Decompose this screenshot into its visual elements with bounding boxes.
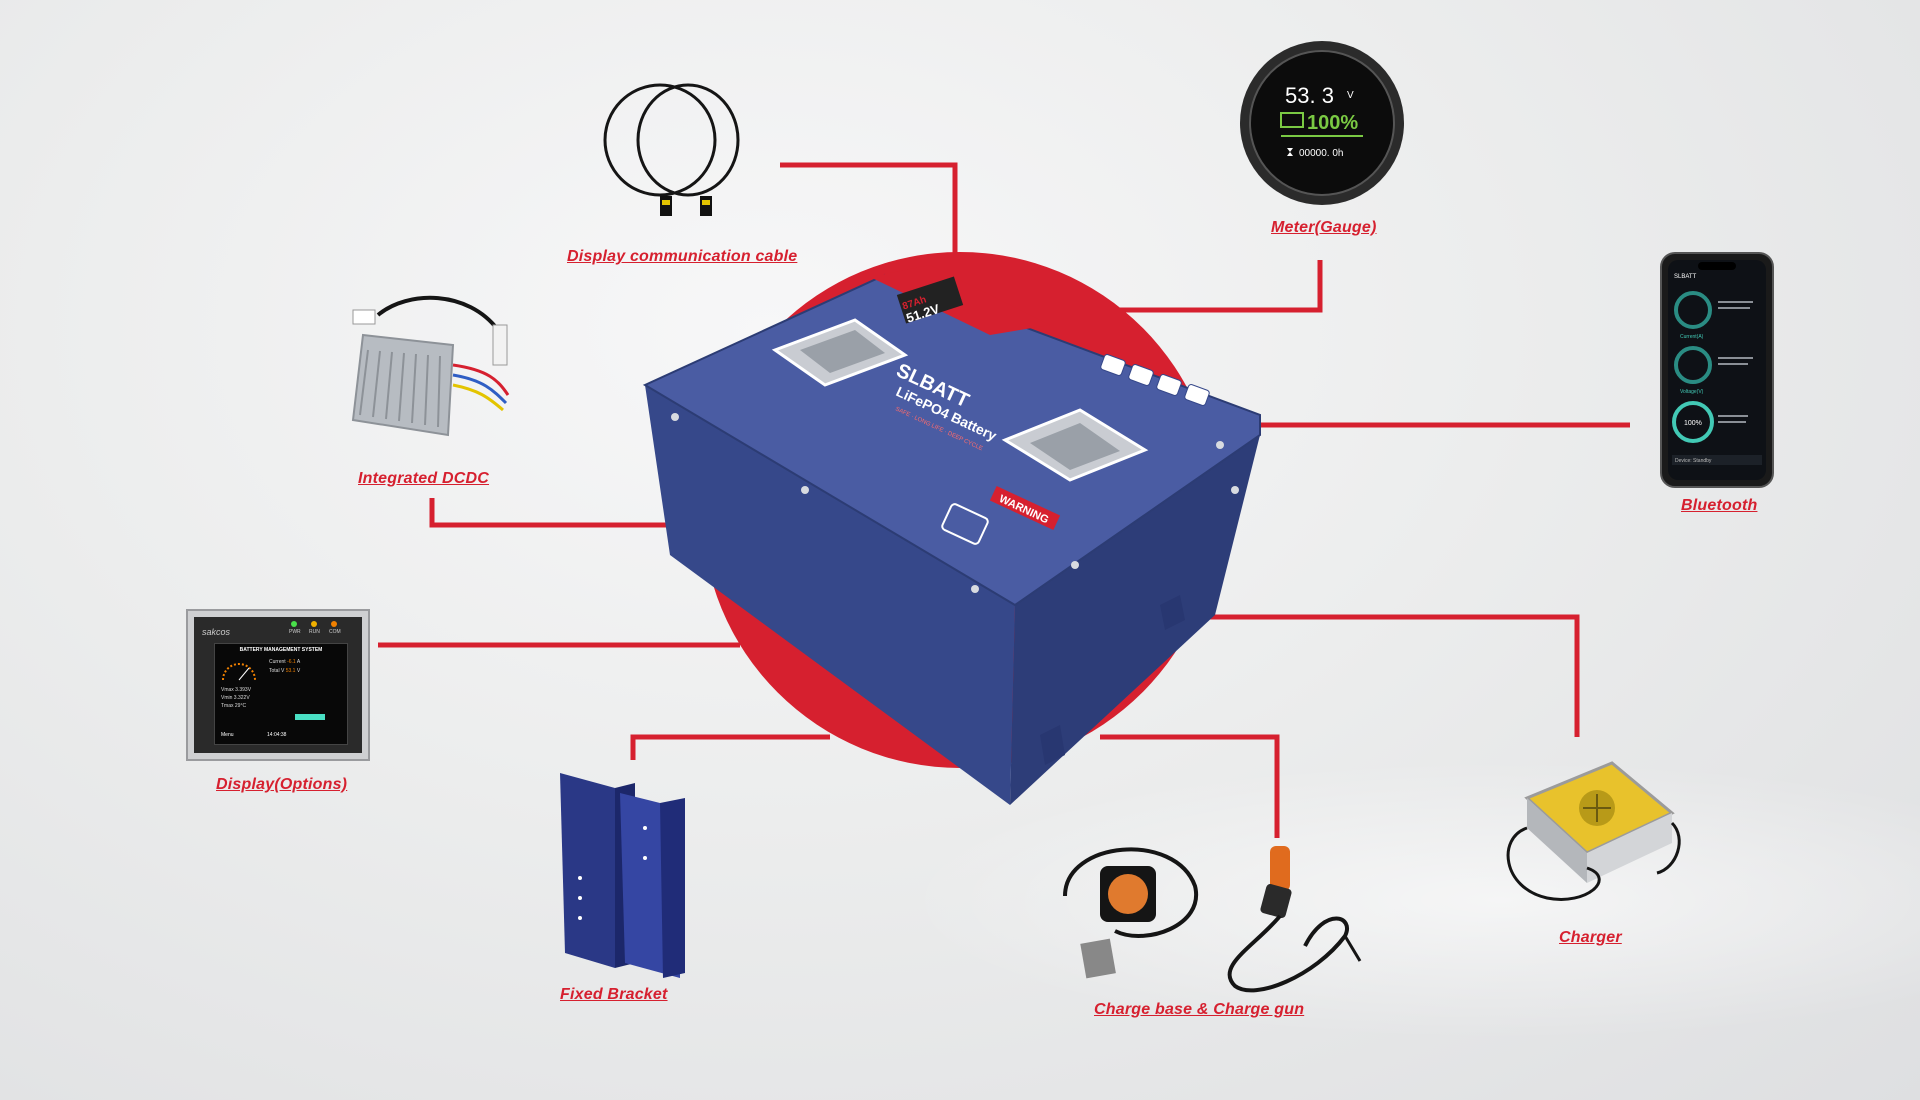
display-row: Vmax 3.393V <box>221 686 343 694</box>
display-row: Vmin 3.322V <box>221 694 343 702</box>
bracket-icon <box>560 773 685 978</box>
indicator-label: RUN <box>309 629 320 635</box>
led-run-icon <box>311 621 317 627</box>
row-value: 29 <box>234 703 241 709</box>
display-rows: Vmax 3.393V Vmin 3.322V Tmax 29°C <box>221 686 343 710</box>
label-dcdc: Integrated DCDC <box>358 470 490 487</box>
indicator-label: COM <box>329 629 341 635</box>
charge-gun-icon <box>1063 846 1362 993</box>
row-label: Vmax <box>221 687 234 693</box>
gauge-voltage: 53. 3 <box>1285 83 1334 108</box>
line-charger <box>1180 614 1580 737</box>
phone-ring2: Voltage(V) <box>1680 389 1704 395</box>
display-menu: Menu <box>221 732 234 738</box>
phone-footer: Device: Standby <box>1675 458 1712 464</box>
phone-ring1: Current(A) <box>1680 334 1704 340</box>
gauge-hours: 00000. 0h <box>1299 148 1344 159</box>
row-value: 53.1 <box>285 668 296 674</box>
label-display: Display(Options) <box>216 776 348 793</box>
display-row: Total V 53.1 V <box>269 667 345 676</box>
line-dcdc <box>429 498 680 528</box>
line-display-cable <box>780 162 958 270</box>
gauge-icon: 53. 3 V 100% 00000. 0h <box>1240 41 1404 205</box>
gauge-unit: V <box>1347 90 1354 101</box>
line-bracket <box>630 734 830 760</box>
label-meter: Meter(Gauge) <box>1271 219 1377 236</box>
smartphone-icon: SLBATT Current(A) Voltage(V) 100% Device… <box>1660 252 1774 488</box>
display-title: BATTERY MANAGEMENT SYSTEM <box>239 647 323 653</box>
row-value: -6.1 <box>287 659 296 665</box>
row-unit: A <box>296 659 301 665</box>
label-bluetooth: Bluetooth <box>1681 497 1758 514</box>
display-rows-right: Current -6.1 A Total V 53.1 V <box>269 658 345 676</box>
row-unit: °C <box>240 703 247 709</box>
handle-left <box>771 318 909 387</box>
row-unit: V <box>246 695 250 701</box>
led-com-icon <box>331 621 337 627</box>
display-screen: BATTERY MANAGEMENT SYSTEM Vmax 3.393V Vm… <box>214 643 348 745</box>
row-unit: V <box>296 668 301 674</box>
label-display-cable: Display communication cable <box>567 248 798 265</box>
phone-ring3: 100% <box>1684 420 1702 427</box>
row-label: Tmax <box>221 703 234 709</box>
row-value: 3.322 <box>233 695 247 701</box>
indicator-label: PWR <box>289 629 301 635</box>
display-indicators: PWR RUN COM <box>289 621 359 641</box>
row-label: Current <box>269 659 286 665</box>
soc-bar <box>295 714 325 720</box>
display-brand: sakcos <box>202 627 231 637</box>
display-time: 14:04:38 <box>267 732 287 738</box>
handle-right <box>1001 408 1149 482</box>
display-row: Tmax 29°C <box>221 702 343 710</box>
display-bezel: sakcos PWR RUN COM BATTERY MANAGEMENT SY… <box>194 617 362 753</box>
charge-gun <box>1227 846 1362 993</box>
row-unit: V <box>247 687 252 693</box>
label-bracket: Fixed Bracket <box>560 986 668 1003</box>
row-value: 3.393 <box>235 687 248 693</box>
label-charge-base: Charge base & Charge gun <box>1094 1001 1305 1018</box>
dcdc-converter-icon <box>351 295 510 437</box>
gauge-soc: 100% <box>1307 112 1358 134</box>
display-row: Current -6.1 A <box>269 658 345 667</box>
line-charge-base <box>1100 734 1280 838</box>
row-label: Vmin <box>221 695 233 701</box>
phone-app-name: SLBATT <box>1674 274 1697 280</box>
cable-icon <box>603 83 740 216</box>
dial-gauge-icon <box>222 663 256 681</box>
charger-icon <box>1506 761 1681 901</box>
charge-base <box>1063 847 1199 979</box>
led-pwr-icon <box>291 621 297 627</box>
row-label: Total V <box>269 668 285 674</box>
line-meter <box>1115 260 1323 313</box>
display-panel-icon: sakcos PWR RUN COM BATTERY MANAGEMENT SY… <box>186 609 370 761</box>
battery-illustration: 87Ah 51.2V SLBATT LiFePO4 Battery SAFE ·… <box>642 265 1261 805</box>
label-charger: Charger <box>1559 929 1622 946</box>
